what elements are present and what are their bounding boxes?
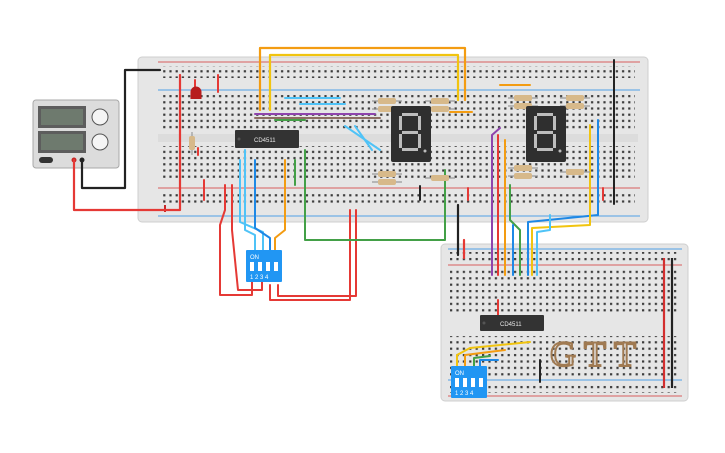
- dip-toggle[interactable]: [266, 262, 270, 271]
- seven-segment-right[interactable]: [526, 106, 566, 162]
- dip-toggle[interactable]: [258, 262, 262, 271]
- chip-label-top: CD4511: [254, 138, 276, 144]
- wire-red-dip-1[interactable]: [219, 184, 253, 296]
- resistor-row-bottom-right[interactable]: [508, 165, 590, 179]
- power-rail-bottom[interactable]: [160, 194, 635, 206]
- chip-cd4511-bottom[interactable]: CD4511: [480, 315, 544, 331]
- breadboard-bottom[interactable]: [440, 243, 689, 402]
- wire-yellow-bottom[interactable]: [456, 341, 531, 367]
- bottom-power-rail-bottom[interactable]: [450, 383, 678, 393]
- psu-power-switch[interactable]: [39, 157, 53, 163]
- dip-switch-top[interactable]: ON 1 2 3 4: [246, 250, 282, 282]
- wire-power-psu[interactable]: [72, 73, 182, 212]
- power-supply[interactable]: [32, 99, 120, 169]
- dip-toggle[interactable]: [471, 378, 475, 387]
- dip-on-label-top: ON: [250, 255, 259, 261]
- dip-toggle[interactable]: [455, 378, 459, 387]
- dip-switch-bottom[interactable]: ON 1 2 3 4: [451, 366, 487, 398]
- resistor-row-bottom-left[interactable]: [372, 171, 455, 185]
- wire-cyan-4[interactable]: [354, 125, 373, 151]
- chip-cd4511-top[interactable]: CD4511: [235, 130, 299, 148]
- seven-segment-left[interactable]: [391, 106, 431, 162]
- resistors: [189, 95, 590, 185]
- wires: [72, 46, 615, 383]
- wire-green-loop[interactable]: [304, 149, 446, 241]
- led-red[interactable]: [190, 86, 202, 100]
- dip-toggle[interactable]: [274, 262, 278, 271]
- wire-cyan-dip[interactable]: [244, 149, 256, 251]
- dip-pins-top: 1 2 3 4: [250, 275, 269, 281]
- resistor-left[interactable]: [189, 132, 195, 155]
- gtt-art-text: GTT: [550, 334, 644, 374]
- resistor-row-top-right[interactable]: [508, 95, 590, 109]
- dip-toggle[interactable]: [479, 378, 483, 387]
- psu-knob-voltage[interactable]: [91, 108, 109, 126]
- bottom-terminal-upper[interactable]: [450, 270, 678, 314]
- resistor-row-top-left[interactable]: [372, 98, 455, 112]
- wire-purple-down[interactable]: [491, 127, 501, 276]
- dip-on-label-bottom: ON: [455, 371, 464, 377]
- wire-red-dip-2[interactable]: [269, 209, 351, 301]
- dip-toggle[interactable]: [463, 378, 467, 387]
- dip-toggle[interactable]: [250, 262, 254, 271]
- chip-label-bottom: CD4511: [500, 322, 522, 328]
- power-rail-top[interactable]: [160, 66, 635, 78]
- bottom-power-rail-top[interactable]: [450, 252, 678, 262]
- wire-ground-psu[interactable]: [80, 68, 162, 190]
- psu-knob-current[interactable]: [91, 133, 109, 151]
- wire-yellow-top[interactable]: [268, 53, 460, 112]
- dip-pins-bottom: 1 2 3 4: [455, 391, 474, 397]
- wire-orange-top[interactable]: [258, 46, 467, 112]
